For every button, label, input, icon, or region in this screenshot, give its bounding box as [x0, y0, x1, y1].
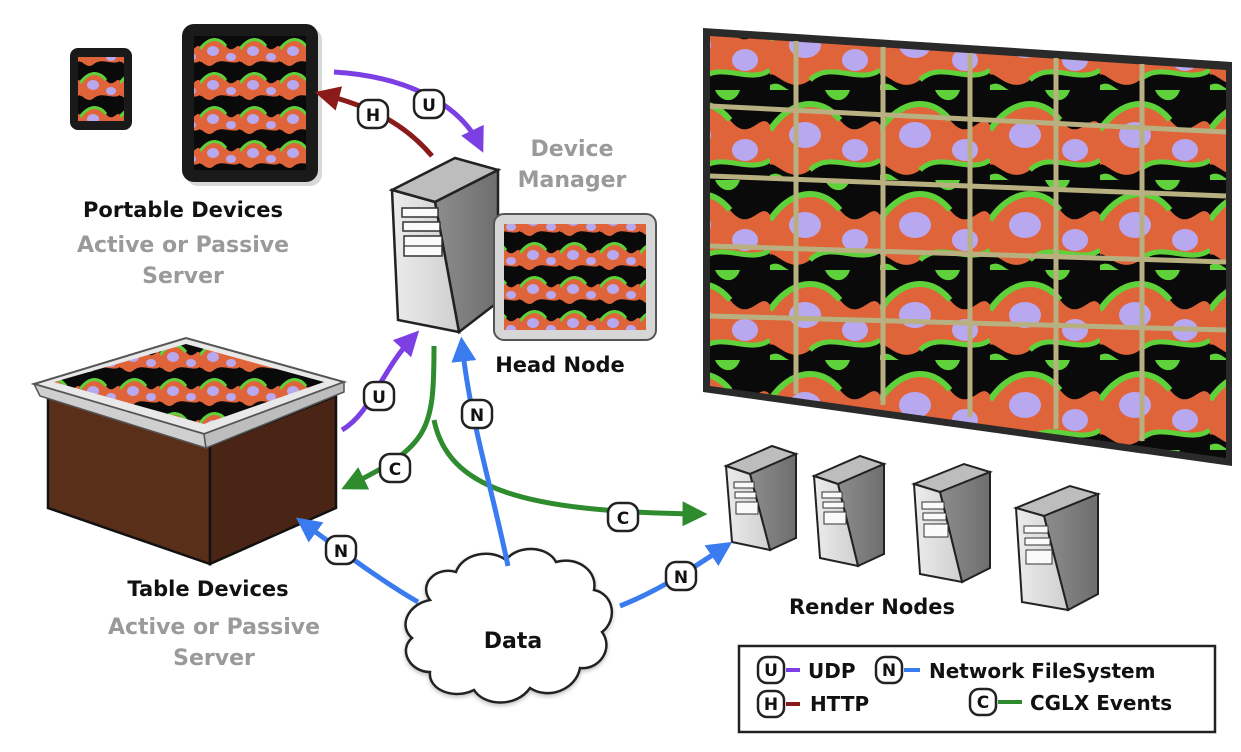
device-manager-line1: Device: [530, 137, 613, 162]
portable-devices-title: Portable Devices: [83, 198, 283, 222]
badge-letter: U: [422, 96, 436, 116]
legend: U UDP N Network FileSystem H HTTP C CGLX…: [737, 644, 1217, 734]
portable-devices-role-line1: Active or Passive: [77, 233, 289, 258]
table-devices-role-line2: Server: [173, 646, 255, 671]
portable-devices-role-line2: Server: [142, 264, 224, 289]
data-cloud: Data: [404, 547, 614, 704]
badge-letter: C: [389, 460, 401, 480]
badge-n-table: N: [324, 534, 358, 566]
table-device-icon: [30, 336, 348, 566]
render-node-server-icon: [910, 462, 994, 584]
tiled-display-wall: [703, 28, 1232, 466]
render-node-server-icon: [1012, 484, 1102, 612]
legend-badge-letter: H: [764, 695, 778, 715]
tablet-device: [182, 24, 322, 186]
table-devices-title: Table Devices: [127, 577, 288, 601]
head-node: Device Manager Head Node: [388, 137, 657, 377]
table-devices: Table Devices Active or Passive Server: [30, 336, 348, 671]
badge-n-head: N: [460, 398, 494, 430]
legend-badge-letter: U: [764, 661, 778, 681]
badge-n-render: N: [664, 560, 698, 592]
device-manager-monitor-icon: [493, 213, 657, 341]
render-node-server-icon: [723, 444, 799, 552]
head-node-server-icon: [388, 156, 502, 335]
badge-u-table: U: [362, 380, 396, 412]
data-label: Data: [484, 629, 542, 654]
badge-letter: N: [334, 542, 348, 562]
legend-item-nfs: N Network FileSystem: [874, 655, 1155, 685]
render-nodes-title: Render Nodes: [789, 595, 955, 619]
badge-c-render: C: [606, 501, 640, 533]
legend-item-http: H HTTP: [756, 689, 869, 719]
device-manager-line2: Manager: [518, 168, 627, 193]
legend-label-udp: UDP: [808, 659, 856, 683]
badge-letter: N: [674, 568, 688, 588]
phone-device: [70, 48, 132, 130]
render-nodes: Render Nodes: [723, 444, 1102, 619]
legend-badge-letter: N: [882, 661, 896, 681]
legend-item-udp: U UDP: [756, 655, 856, 685]
legend-label-http: HTTP: [810, 692, 869, 716]
legend-label-cglx: CGLX Events: [1030, 691, 1172, 715]
legend-item-cglx: C CGLX Events: [968, 687, 1172, 717]
badge-letter: H: [366, 106, 380, 126]
table-devices-role-line1: Active or Passive: [108, 615, 320, 640]
cloud-shape: [404, 547, 614, 704]
portable-devices: Portable Devices Active or Passive Serve…: [70, 24, 322, 289]
badge-h-portable: H: [356, 98, 390, 130]
render-node-server-icon: [811, 454, 887, 568]
head-node-title: Head Node: [495, 353, 625, 377]
badge-u-portable: U: [412, 88, 446, 120]
badge-c-table: C: [378, 452, 412, 484]
legend-label-nfs: Network FileSystem: [929, 659, 1155, 683]
badge-letter: N: [470, 406, 484, 426]
badge-letter: C: [617, 509, 629, 529]
legend-badge-letter: C: [977, 693, 989, 713]
badge-letter: U: [372, 388, 386, 408]
